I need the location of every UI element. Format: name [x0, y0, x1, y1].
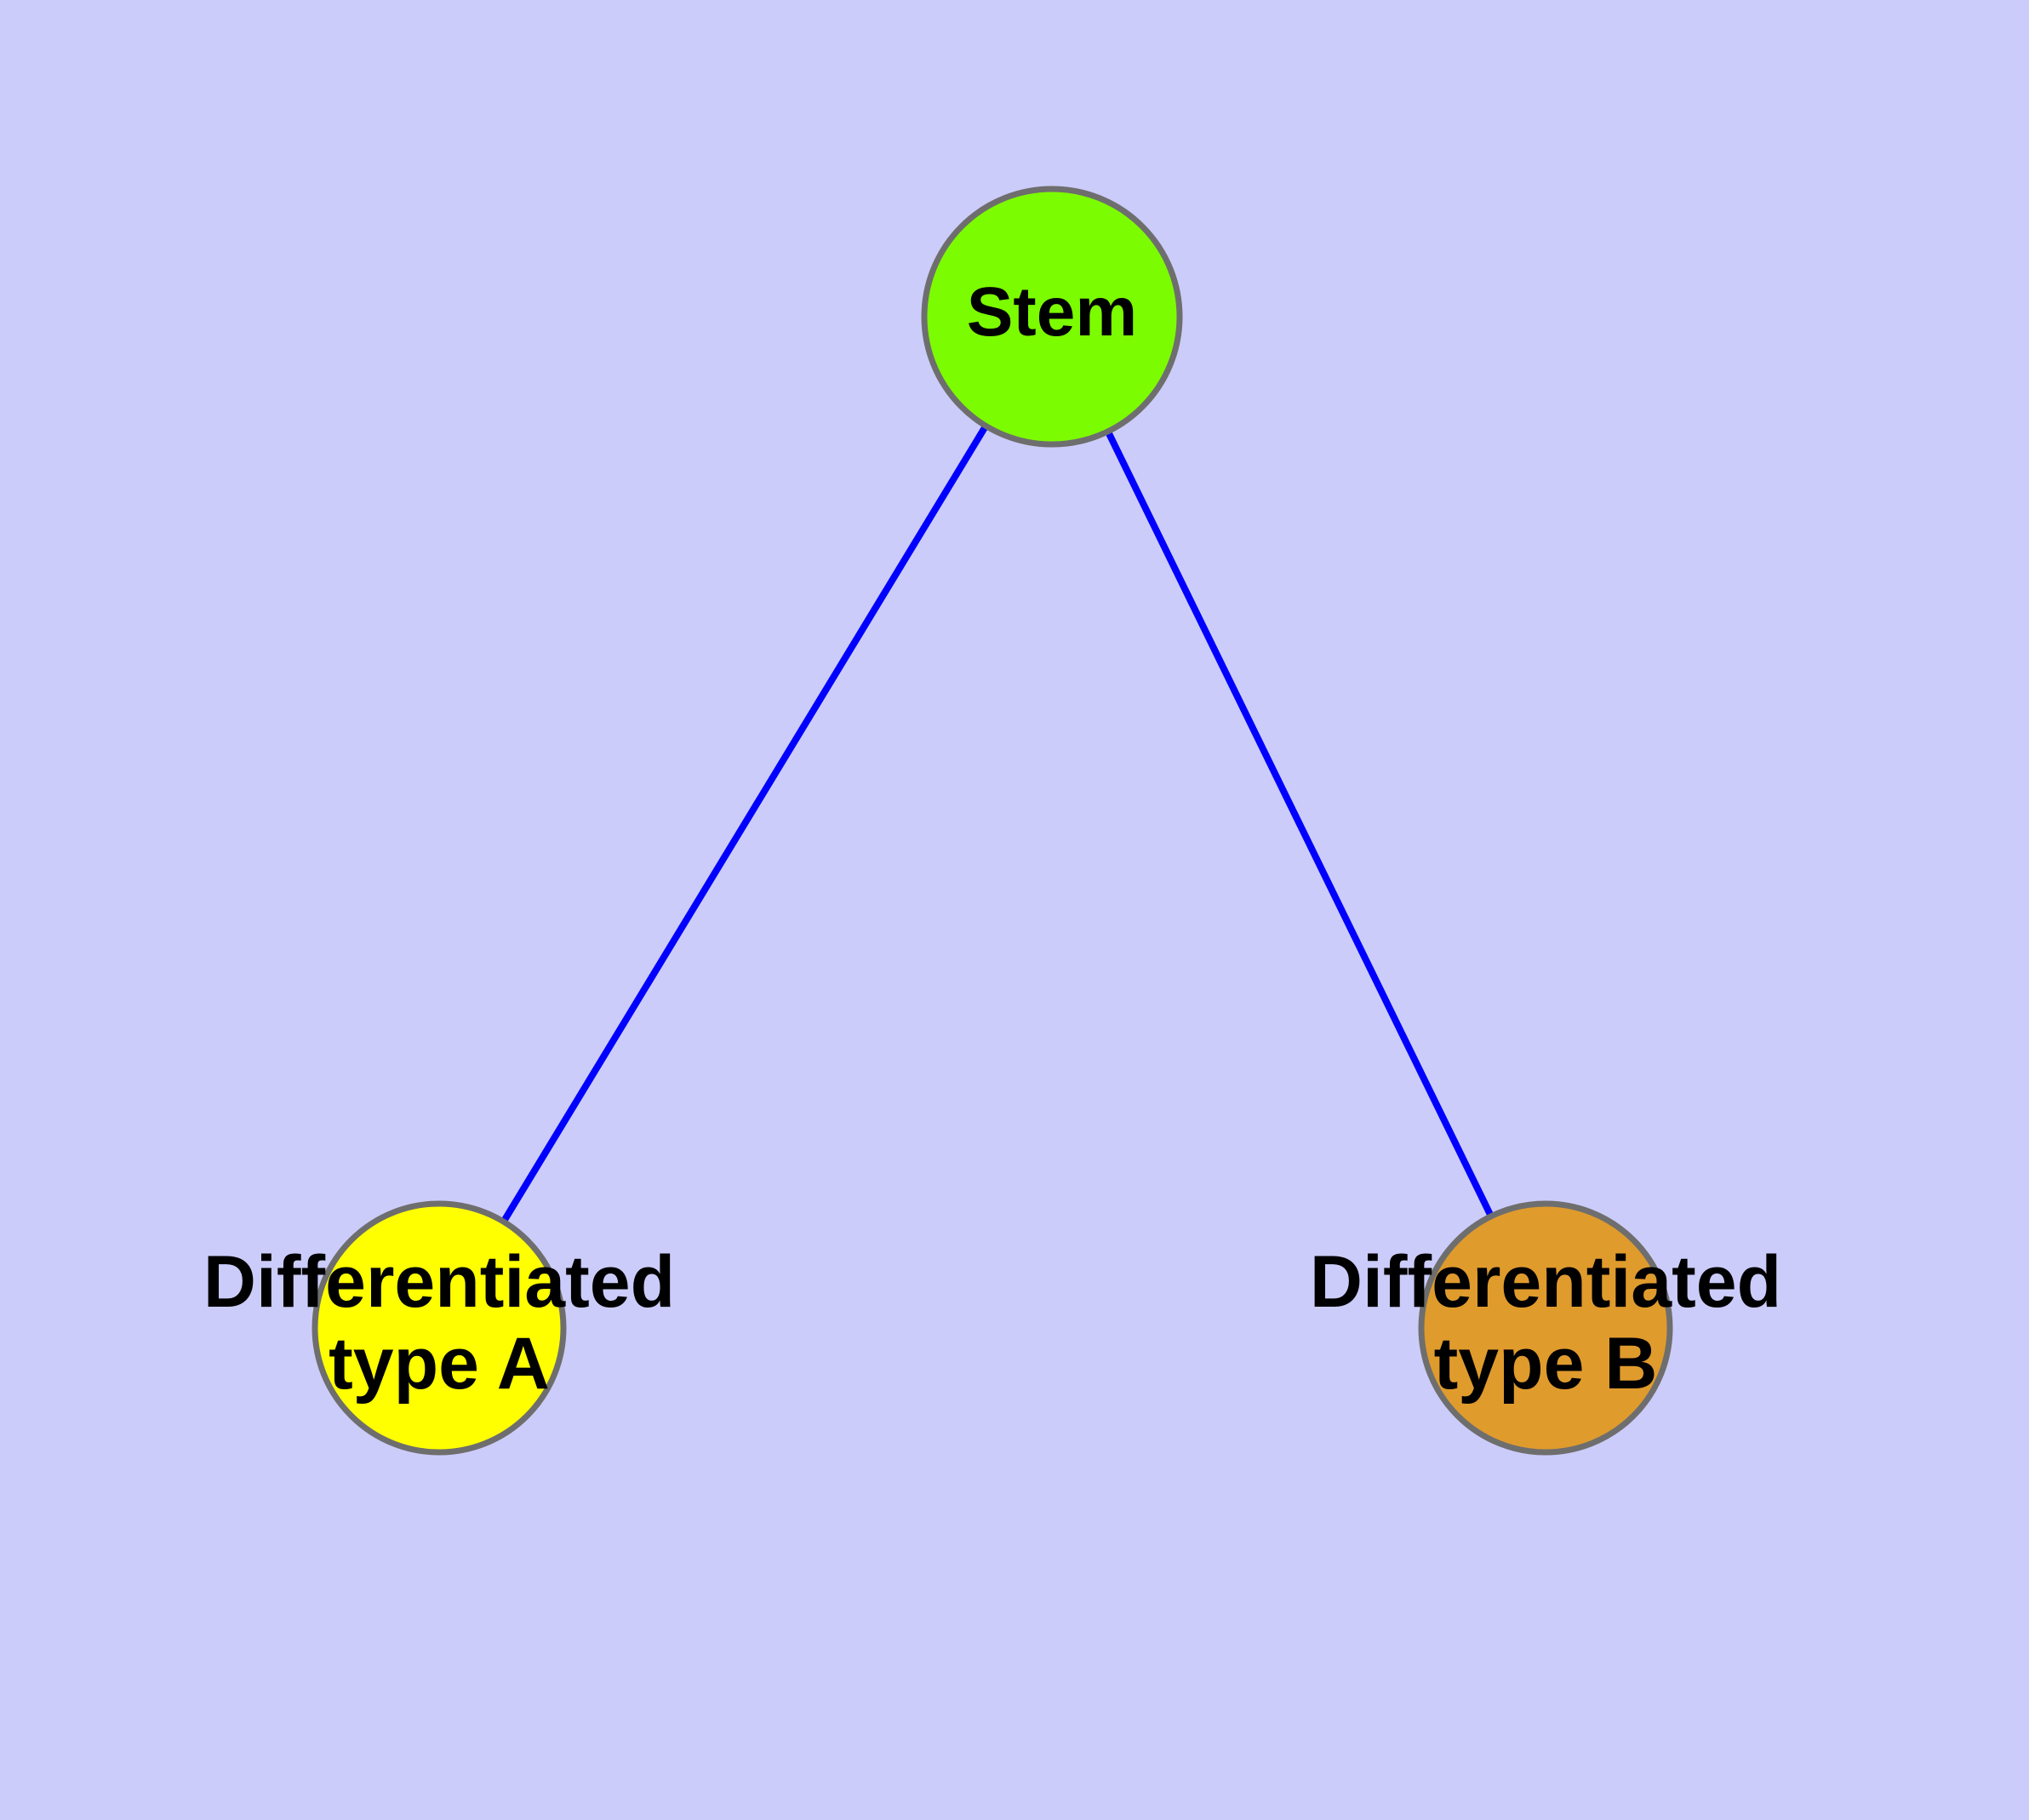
node-circle-diff-a[interactable]	[311, 1200, 567, 1456]
node-label-line: Differentiated	[1310, 1241, 1781, 1323]
node-label-line: Differentiated	[203, 1241, 675, 1323]
node-circle-stem[interactable]	[921, 186, 1183, 448]
edge-stem-to-a	[501, 314, 1055, 1222]
node-circle-diff-b[interactable]	[1418, 1200, 1673, 1456]
edges-group	[501, 314, 1494, 1222]
node-label-stem: Stem	[967, 273, 1138, 351]
node-label-line: type B	[1434, 1323, 1658, 1405]
edge-stem-to-b	[1049, 315, 1494, 1216]
nodes-group	[311, 186, 1673, 1456]
node-label-line: Stem	[967, 273, 1138, 351]
node-label-line: type A	[329, 1323, 550, 1405]
